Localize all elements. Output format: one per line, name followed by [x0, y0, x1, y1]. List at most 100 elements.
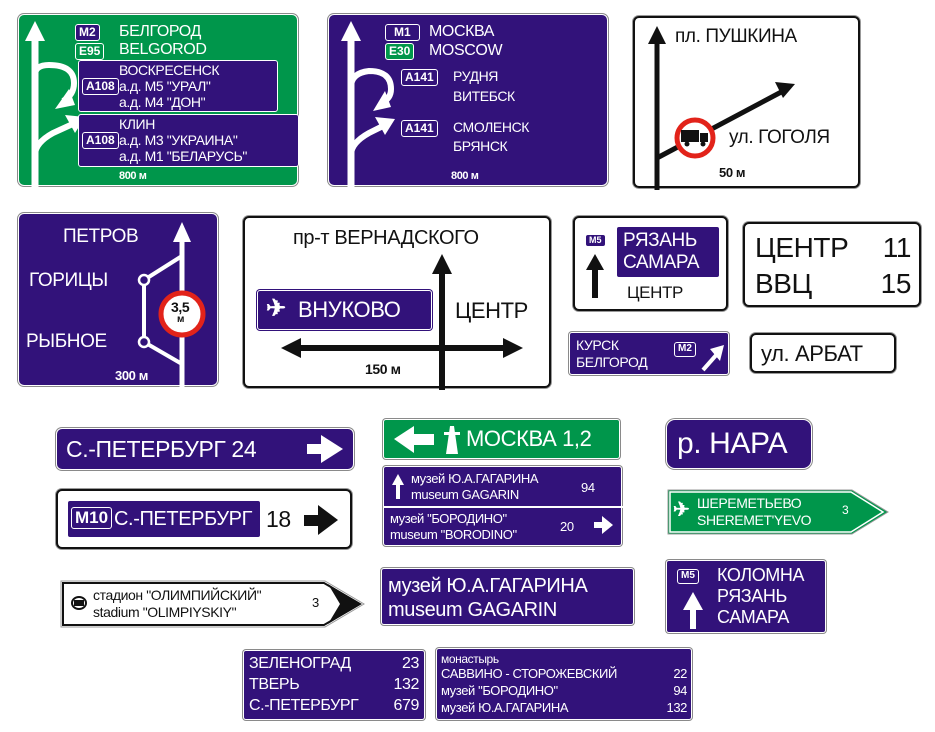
vnukovo-panel: ✈ ВНУКОВО [257, 290, 432, 330]
distance: 800 м [451, 170, 479, 182]
lane-arrows-icon [25, 21, 85, 187]
road-badge: М5 [677, 569, 699, 584]
sign-river-nara: р. НАРА [666, 419, 812, 469]
destination: РЯЗАНЬ [717, 586, 787, 606]
distance: 11 [882, 232, 912, 263]
sign-advance-direction-belgorod: М2 БЕЛГОРОД E95 BELGOROD A108 ВОСКРЕСЕНС… [18, 14, 299, 187]
sign-distance-centr: ЦЕНТР 11 ВВЦ 15 [743, 222, 921, 307]
destination: музей Ю.А.ГАГАРИНА [441, 700, 569, 715]
distance: 679 [393, 697, 420, 714]
road-badge: М2 [75, 24, 100, 41]
destination: ВВЦ [755, 268, 812, 299]
sign-street-arbat: ул. АРБАТ [750, 333, 896, 373]
distance: 800 м [119, 170, 147, 182]
distance: 22 [673, 666, 687, 681]
distance: 18 [266, 506, 291, 532]
sign-kolomna: М5 КОЛОМНА РЯЗАНЬ САМАРА [666, 560, 826, 633]
detour-arrows-icon [648, 26, 795, 190]
destination: ул. ГОГОЛЯ [729, 127, 830, 148]
destination: ВИТЕБСК [453, 88, 515, 104]
arrow-up-icon [586, 254, 604, 298]
sign-distances-monastery: монастырь САВВИНО - СТОРОЖЕВСКИЙ 22 музе… [436, 648, 692, 720]
destination: ЦЕНТР [455, 298, 528, 323]
sign-museums-two-way: музей Ю.А.ГАГАРИНА museum GAGARIN 94 муз… [383, 466, 623, 546]
road-badge: М2 [674, 342, 696, 357]
destination: С.-ПЕТЕРБУРГ 24 [66, 436, 257, 462]
distance: 132 [393, 676, 420, 693]
distance: 94 [581, 480, 595, 495]
panel: A108 ВОСКРЕСЕНСК а.д. М5 "УРАЛ" а.д. М4 … [78, 60, 278, 112]
sign-route-restriction: ПЕТРОВ ГОРИЦЫ РЫБНОЕ 3,5 м 300 м [18, 213, 218, 387]
destination: САМАРА [717, 607, 790, 627]
arrow-right-icon [304, 505, 338, 535]
destination: museum "BORODINO" [390, 527, 517, 542]
destination: МОСКВА 1,2 [466, 426, 592, 451]
distance: 23 [402, 655, 419, 672]
distance: 132 [666, 700, 688, 715]
height-limit-unit: м [177, 314, 184, 325]
destination: музей Ю.А.ГАГАРИНА [388, 575, 588, 597]
road-badge: М10 [71, 507, 113, 529]
pointer-shape [60, 580, 365, 628]
pointer-shape [667, 489, 889, 535]
route-diagram-icon [137, 222, 206, 387]
sign-truck-detour: пл. ПУШКИНА ул. ГОГОЛЯ 50 м [633, 16, 860, 190]
stadium-icon [71, 596, 87, 610]
destination: ШЕРЕМЕТЬЕВО [697, 495, 802, 511]
destination: MOSCOW [429, 42, 503, 59]
destination: museum GAGARIN [388, 599, 557, 621]
destination: КУРСК [576, 337, 619, 353]
distance: 300 м [115, 368, 148, 383]
road-badge: E30 [385, 43, 415, 60]
destination: ЦЕНТР [627, 283, 683, 302]
destination: КЛИН [119, 116, 155, 132]
destination: а.д. М5 "УРАЛ" [119, 78, 211, 94]
distance: 94 [673, 683, 687, 698]
destination: museum GAGARIN [411, 487, 519, 502]
panel: М10 С.-ПЕТЕРБУРГ [67, 500, 261, 538]
destination: ЦЕНТР [755, 232, 849, 263]
sign-intersection-vernadskogo: пр-т ВЕРНАДСКОГО ✈ ВНУКОВО ЦЕНТР 150 м [243, 216, 551, 390]
destination: ГОРИЦЫ [29, 270, 108, 291]
destination: stadium "OLIMPIYSKIY" [93, 604, 237, 620]
destination: пр-т ВЕРНАДСКОГО [293, 227, 479, 249]
sign-m10-st-petersburg: М10 С.-ПЕТЕРБУРГ 18 [56, 489, 352, 549]
lane-arrows-icon [341, 21, 395, 187]
sign-kursk-belgorod: КУРСК БЕЛГОРОД М2 [569, 332, 729, 375]
destination: а.д. М3 "УКРАИНА" [119, 132, 238, 148]
road-badge: A108 [82, 132, 119, 149]
destination: РЯЗАНЬ [623, 230, 697, 251]
destination: МОСКВА [429, 23, 495, 40]
airplane-icon: ✈ [673, 499, 690, 521]
destination: музей Ю.А.ГАГАРИНА [411, 471, 539, 486]
distance: 150 м [365, 361, 401, 377]
sign-stadium-pointer: стадион "ОЛИМПИЙСКИЙ" stadium "OLIMPIYSK… [60, 580, 366, 628]
destination: а.д. М4 "ДОН" [119, 94, 206, 110]
destination: стадион "ОЛИМПИЙСКИЙ" [93, 587, 262, 603]
distance: 20 [560, 519, 574, 534]
destination: а.д. М1 "БЕЛАРУСЬ" [119, 148, 247, 164]
destination: КОЛОМНА [717, 565, 805, 585]
destination: С.-ПЕТЕРБУРГ [249, 697, 359, 714]
destination: SHEREMET'YEVO [697, 512, 812, 528]
sign-sheremetyevo-pointer: ✈ ШЕРЕМЕТЬЕВО SHEREMET'YEVO 3 [667, 489, 889, 535]
road-badge: A141 [401, 120, 438, 137]
destination: С.-ПЕТЕРБУРГ [114, 508, 253, 530]
destination: BELGOROD [119, 41, 207, 58]
destination: музей "БОРОДИНО" [390, 511, 507, 526]
sign-moskva-motorway: МОСКВА 1,2 [383, 419, 620, 459]
sign-distances-zelenograd: ЗЕЛЕНОГРАД 23 ТВЕРЬ 132 С.-ПЕТЕРБУРГ 679 [243, 650, 425, 720]
intersection-arrows-icon [281, 254, 523, 390]
sign-museum-gagarin: музей Ю.А.ГАГАРИНА museum GAGARIN [381, 568, 634, 625]
destination: РУДНЯ [453, 68, 498, 84]
destination: пл. ПУШКИНА [675, 26, 797, 47]
destination: РЫБНОЕ [26, 331, 107, 352]
airplane-icon: ✈ [266, 295, 286, 322]
road-badge: М5 [585, 234, 606, 248]
destination: ВОСКРЕСЕНСК [119, 62, 220, 78]
panel: РЯЗАНЬ САМАРА [616, 226, 720, 278]
arrow-up-icon [683, 592, 703, 629]
distance: 50 м [719, 165, 746, 180]
destination: ТВЕРЬ [249, 676, 300, 693]
distance: 15 [880, 268, 912, 299]
